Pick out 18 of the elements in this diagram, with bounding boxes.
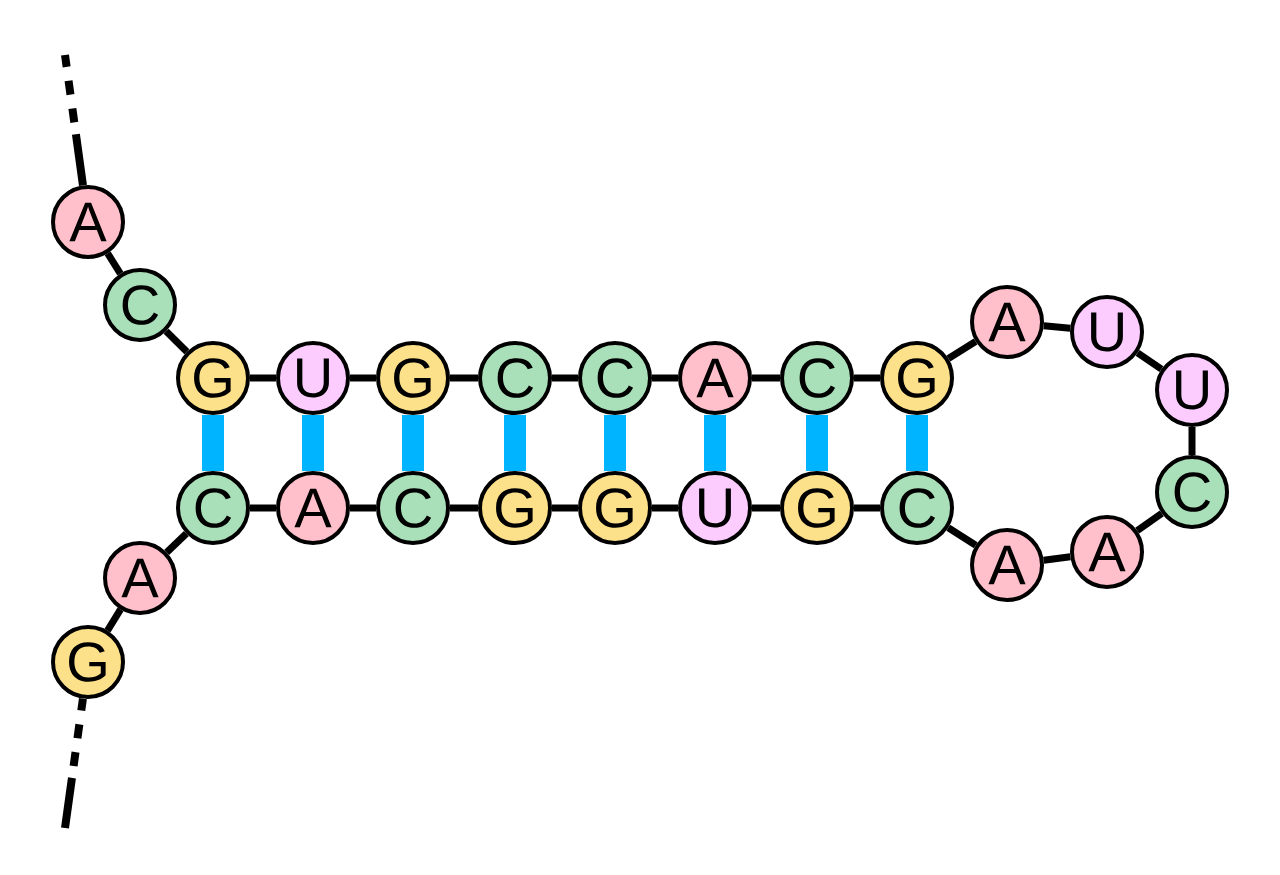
backbone-line bbox=[946, 524, 978, 549]
backbone-line bbox=[104, 607, 124, 633]
backbone-line bbox=[164, 531, 189, 555]
backbone-line bbox=[1135, 510, 1164, 534]
base-pair-bar bbox=[302, 415, 324, 471]
base-pair-bar bbox=[202, 415, 224, 471]
base-pair-bar bbox=[504, 415, 526, 471]
base-pair-bar bbox=[806, 415, 828, 471]
backbone-line bbox=[1043, 322, 1071, 332]
base-pair-bar bbox=[704, 415, 726, 471]
backbone-line bbox=[1043, 553, 1071, 564]
backbone-line bbox=[163, 328, 190, 355]
backbone-line bbox=[946, 338, 978, 362]
base-pair-bar bbox=[906, 415, 928, 471]
backbone-line bbox=[1135, 349, 1164, 373]
base-pair-bar bbox=[604, 415, 626, 471]
base-pair-bar bbox=[402, 415, 424, 471]
backbone-line bbox=[104, 251, 124, 276]
